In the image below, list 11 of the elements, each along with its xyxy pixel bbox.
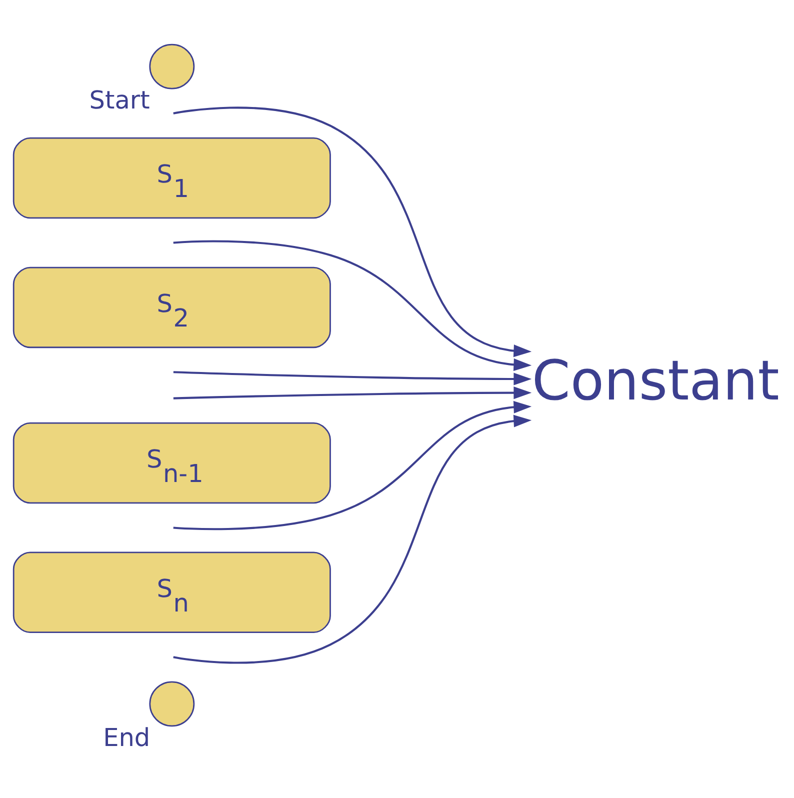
- node-label: Start: [89, 85, 150, 114]
- arrow: [173, 414, 532, 664]
- arrow: [173, 386, 532, 400]
- node-circle: [149, 44, 195, 90]
- node-circle: [149, 681, 195, 727]
- node-text: Constant: [532, 348, 780, 413]
- node-label: End: [103, 722, 150, 752]
- arrow: [173, 240, 532, 371]
- arrow: [173, 400, 532, 530]
- arrow: [173, 371, 532, 386]
- arrow: [173, 106, 532, 358]
